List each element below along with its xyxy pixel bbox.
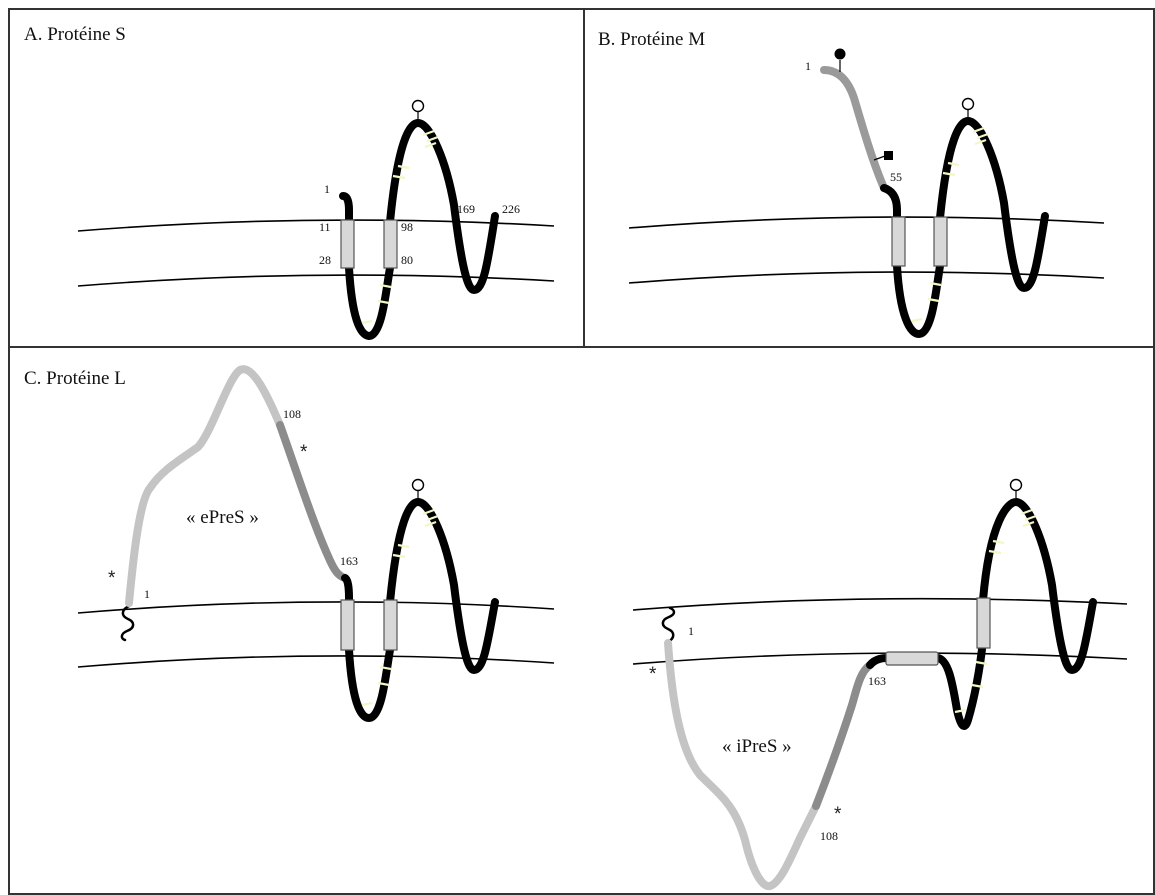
panel-b-polypeptide-chain <box>880 117 1049 338</box>
panel-a-membrane-inner <box>77 274 555 287</box>
epres-star-nterm: * <box>108 568 116 589</box>
epres-star-108: * <box>300 442 308 463</box>
panel-b-pres2-chain <box>820 66 888 192</box>
epres-loop-bands <box>361 508 439 707</box>
panel-b-o-glycan-stem <box>873 155 886 161</box>
panel-b-title: B. Protéine M <box>598 29 705 50</box>
panel-a-res-28: 28 <box>319 253 331 267</box>
panel-b-n-glycan-filled-icon <box>834 48 846 60</box>
panel-b-res-1: 1 <box>805 59 811 73</box>
panel-c-ipres-topology: * * 1 108 163 « iPreS » <box>632 478 1128 890</box>
epres-membrane-inner <box>77 655 555 668</box>
epres-tm1-helix <box>340 599 355 651</box>
panel-c-epres-topology: * * 1 108 163 « ePreS » <box>77 365 555 722</box>
epres-myristoyl-anchor <box>120 604 135 642</box>
panel-c-title: C. Protéine L <box>24 368 126 389</box>
panel-a: A. Protéine S 1 11 28 80 98 169 226 <box>24 24 555 340</box>
ipres-star-108: * <box>834 804 842 825</box>
panel-a-glycan-icon <box>411 99 425 113</box>
panel-b-tm2-helix <box>933 216 948 267</box>
epres-glycan-icon <box>411 478 425 492</box>
epres-tm2-helix <box>383 599 398 651</box>
ipres-res-1: 1 <box>688 624 694 638</box>
panel-a-res-98: 98 <box>401 220 413 234</box>
ipres-glycan-icon <box>1009 478 1023 492</box>
ipres-star-nterm: * <box>649 664 657 685</box>
ipres-s-domain-chain <box>866 498 1097 730</box>
panel-frames <box>8 8 1155 895</box>
ipres-tm2-helix <box>976 597 991 649</box>
panel-a-tm2-helix <box>383 219 398 269</box>
panel-b-tm1-helix <box>891 216 906 267</box>
epres-membrane-outer <box>77 601 555 614</box>
panel-a-res-80: 80 <box>401 253 413 267</box>
panel-c: C. Protéine L * <box>24 365 1128 890</box>
panel-b: B. Protéine M 1 55 <box>598 29 1105 338</box>
ipres-pres2-chain <box>812 661 874 810</box>
epres-pres2-chain <box>276 421 349 582</box>
ipres-label: « iPreS » <box>722 736 792 757</box>
ipres-res-108: 108 <box>820 829 838 843</box>
panel-b-loop-bands <box>911 126 989 323</box>
ipres-res-163: 163 <box>868 674 886 688</box>
panel-a-polypeptide-chain <box>339 119 499 340</box>
panel-a-membrane-outer <box>77 219 555 232</box>
panel-b-membrane-outer <box>628 216 1105 229</box>
panel-b-membrane-inner <box>628 271 1105 284</box>
panel-b-o-glycan-square-icon <box>884 151 893 160</box>
ipres-pres1-chain <box>664 639 820 890</box>
outer-frame <box>8 8 1155 895</box>
epres-res-163: 163 <box>340 554 358 568</box>
panel-a-tm1-helix <box>340 219 355 269</box>
panel-a-title: A. Protéine S <box>24 24 126 45</box>
epres-res-108: 108 <box>283 407 301 421</box>
panel-a-res-226: 226 <box>502 202 520 216</box>
panel-a-res-1: 1 <box>324 182 330 196</box>
ipres-membrane-inner <box>632 652 1128 665</box>
ipres-tm1-horizontal-helix <box>885 651 939 666</box>
panel-a-loop-bands <box>361 129 439 325</box>
ipres-myristoyl-anchor <box>661 606 676 644</box>
epres-label: « ePreS » <box>186 507 259 528</box>
panel-a-res-169: 169 <box>457 202 475 216</box>
epres-pres1-chain <box>125 365 284 607</box>
panel-b-res-55: 55 <box>890 170 902 184</box>
ipres-loop-bands <box>954 508 1037 714</box>
epres-res-1: 1 <box>144 587 150 601</box>
epres-s-domain-chain <box>341 498 499 722</box>
panel-b-glycan-icon <box>961 97 975 111</box>
panel-a-res-11: 11 <box>319 220 331 234</box>
